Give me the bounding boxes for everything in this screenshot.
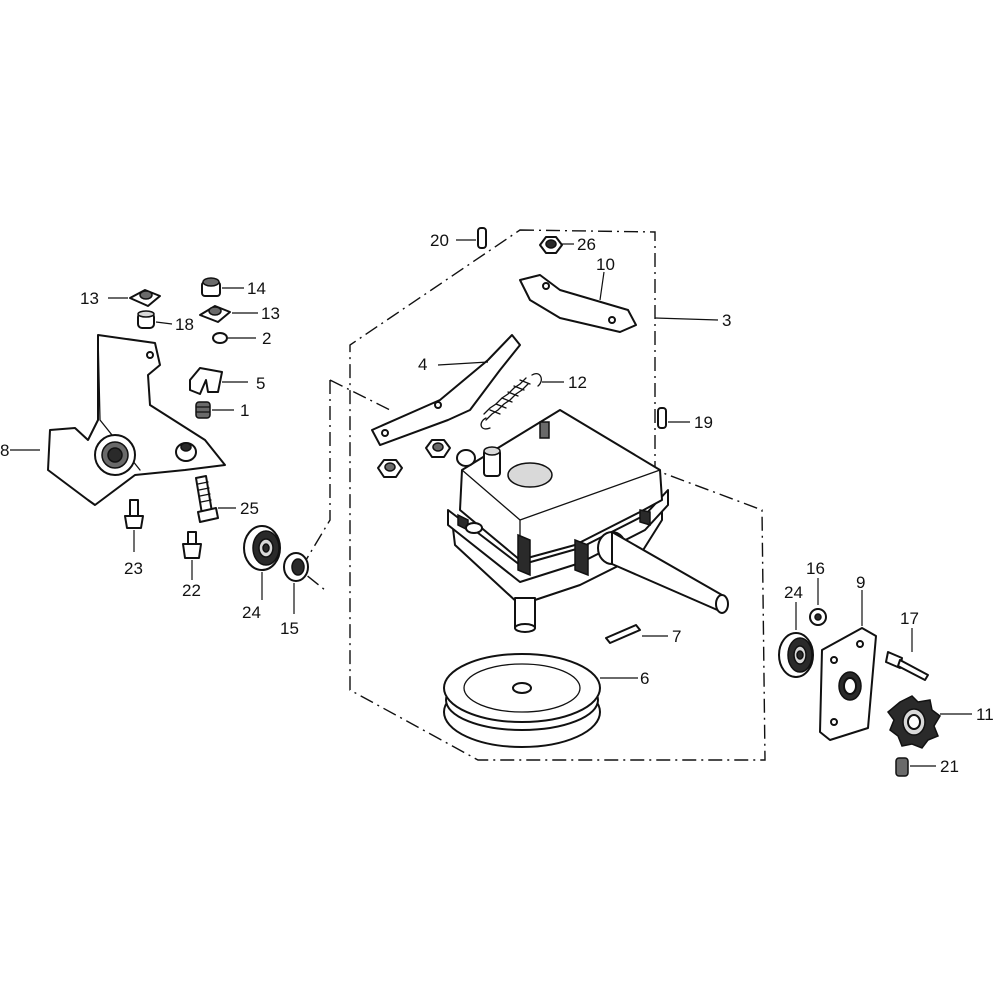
washer-15 [283,552,309,582]
bolt-23 [124,499,144,529]
callout-3: 3 [722,311,731,330]
bolt-17 [885,651,929,681]
callout-19: 19 [694,413,713,432]
callout-4: 4 [418,355,427,374]
collar-21 [895,757,909,777]
callout-2: 2 [262,329,271,348]
washer-2 [212,332,228,344]
plate-9 [819,627,877,741]
callout-26: 26 [577,235,596,254]
bracket-plate [47,334,226,506]
plate-10 [519,274,637,333]
sprocket-11 [886,695,941,749]
callout-7: 7 [672,627,681,646]
spring-12 [480,373,542,430]
callout-1: 1 [240,401,249,420]
callout-5: 5 [256,374,265,393]
pivot-boss [175,442,197,462]
clip-5 [189,367,223,395]
left-sub-boundary [299,379,391,591]
gearbox-collar [456,446,501,477]
pulley-6 [443,653,601,748]
bolt-25 [195,475,219,523]
callout-20: 20 [430,231,449,250]
callout-16: 16 [806,559,825,578]
bearing-24a [243,525,281,571]
callout-6: 6 [640,669,649,688]
callout-8: 8 [0,441,9,460]
input-shaft [514,597,536,633]
nut-left [377,459,403,478]
bearing-24b [778,632,814,678]
nut-14 [201,277,221,297]
weld-nut-13b [199,305,231,323]
collar-18 [137,310,155,329]
gearbox-stud [539,421,550,439]
washer-16 [809,608,827,626]
callout-9: 9 [856,573,865,592]
nut-26 [539,236,563,254]
callout-25: 25 [240,499,259,518]
callout-23: 23 [124,559,143,578]
callout-10: 10 [596,255,615,274]
callout-13-right: 13 [261,304,280,323]
callout-15: 15 [280,619,299,638]
callout-24-left: 24 [242,603,261,622]
callout-12: 12 [568,373,587,392]
collar-1 [195,401,211,419]
pin-20 [477,227,487,249]
callout-21: 21 [940,757,959,776]
bolt-22 [182,531,202,559]
assembly-boundary [349,229,766,761]
callout-labels: 8 13 18 14 13 2 5 1 25 23 22 24 15 20 26… [0,231,994,776]
leader-lines [10,239,972,767]
nut-right [425,439,451,458]
weld-nut-13a [129,289,161,307]
arm-4 [371,334,521,446]
pin-19 [657,407,667,429]
callout-18: 18 [175,315,194,334]
callout-14: 14 [247,279,266,298]
callout-17: 17 [900,609,919,628]
callout-11: 11 [976,705,994,724]
callout-24-right: 24 [784,583,803,602]
gearbox-housing [447,409,669,606]
callout-13-left: 13 [80,289,99,308]
key-7 [605,624,641,644]
callout-22: 22 [182,581,201,600]
output-shaft [597,531,729,614]
